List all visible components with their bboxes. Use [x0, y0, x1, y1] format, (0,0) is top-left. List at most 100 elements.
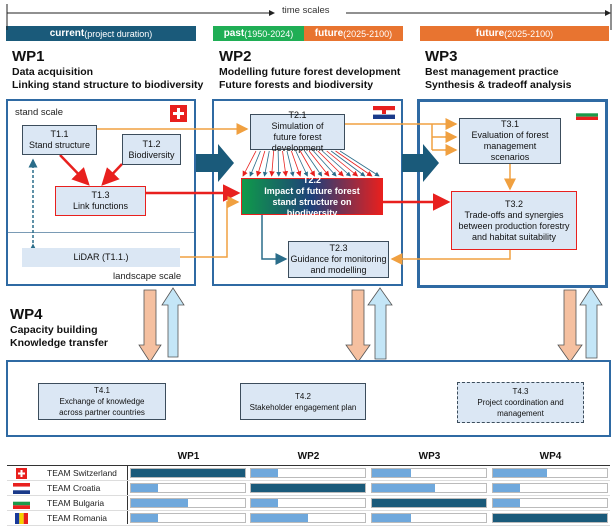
timescale-current: current (project duration) — [6, 26, 196, 41]
wp2-subtitle-1: Modelling future forest development — [219, 66, 401, 78]
task-text: Biodiversity — [128, 149, 175, 160]
bulgaria-flag — [576, 110, 598, 120]
task-id: T2.1 — [288, 110, 307, 120]
team-name: TEAM Romania — [47, 513, 107, 523]
wp4-title: WP4 — [10, 306, 43, 323]
task-text: Stand structure — [28, 140, 91, 150]
task-id: T1.2 — [142, 138, 161, 149]
share-bar-fill — [251, 514, 308, 522]
share-bar-fill — [251, 499, 279, 507]
share-bar-wp3 — [371, 468, 487, 478]
task-id: T3.2 — [504, 198, 523, 209]
arrow-wp4-to-wp2 — [367, 287, 393, 360]
arrow-wp4-to-wp1 — [161, 287, 185, 358]
share-bar-fill — [251, 469, 279, 477]
task-id: T4.3 — [512, 387, 529, 396]
share-bar-wp1 — [130, 483, 246, 493]
share-bar-fill — [372, 514, 411, 522]
task-text: Exchange of knowledge across partner cou… — [59, 397, 145, 417]
share-bar-wp4 — [492, 498, 608, 508]
share-bar-fill — [372, 469, 411, 477]
share-bar-fill — [493, 514, 607, 522]
share-bar-wp2 — [250, 468, 366, 478]
share-bar-fill — [372, 499, 486, 507]
label: future — [475, 28, 505, 39]
share-bar-wp2 — [250, 513, 366, 523]
table-header-wp1: WP1 — [177, 451, 200, 462]
arrow-wp3-to-wp4 — [557, 289, 583, 363]
task-text: Trade-offs and synergies between product… — [458, 209, 570, 242]
task-text: Stakeholder engagement plan — [249, 402, 357, 412]
switzerland-flag — [170, 105, 187, 122]
romania-flag — [15, 513, 28, 524]
table-header-wp2: WP2 — [297, 451, 320, 462]
label: (1950-2024) — [244, 28, 294, 39]
task-text: Link functions — [72, 201, 129, 211]
timescale-past: past(1950-2024) — [213, 26, 304, 41]
table-row: TEAM Bulgaria — [7, 496, 610, 511]
share-bar-fill — [131, 514, 159, 522]
share-bar-wp3 — [371, 498, 487, 508]
wp1-title: WP1 — [12, 48, 45, 65]
wp3-subtitle-1: Best management practice — [425, 66, 559, 78]
share-bar-fill — [251, 484, 365, 492]
share-bar-fill — [131, 484, 159, 492]
label: past — [223, 28, 245, 39]
label: (2025-2100) — [504, 28, 554, 39]
task-id: T3.1 — [500, 119, 519, 129]
label: (2025-2100) — [343, 28, 393, 39]
table-row: TEAM Switzerland — [7, 466, 610, 481]
team-name: TEAM Switzerland — [47, 468, 117, 478]
croatia-flag — [373, 106, 395, 119]
table-row: TEAM Croatia — [7, 481, 610, 496]
wp3-title: WP3 — [425, 48, 458, 65]
share-bar-fill — [131, 469, 245, 477]
task-id: T1.3 — [91, 190, 110, 200]
task-text: LiDAR (T1.1.) — [73, 252, 129, 262]
share-bar-wp1 — [130, 468, 246, 478]
task-text: Simulation of future forest development — [271, 121, 324, 153]
task-id: T2.2 — [302, 174, 321, 185]
share-bar-wp2 — [250, 483, 366, 493]
share-bar-fill — [493, 469, 547, 477]
share-bar-wp1 — [130, 513, 246, 523]
timescale-future-wp2: future(2025-2100) — [304, 26, 403, 41]
wp4-subtitle-1: Capacity building — [10, 324, 98, 336]
share-bar-fill — [493, 484, 521, 492]
wp1-subtitle-1: Data acquisition — [12, 66, 94, 78]
switzerland-flag — [16, 468, 27, 479]
scale-divider — [8, 232, 194, 233]
task-lidar: LiDAR (T1.1.) — [22, 248, 180, 267]
share-bar-fill — [493, 499, 521, 507]
share-bar-wp3 — [371, 483, 487, 493]
table-header-wp3: WP3 — [418, 451, 441, 462]
share-bar-wp2 — [250, 498, 366, 508]
wp2-subtitle-2: Future forests and biodiversity — [219, 79, 374, 91]
task-text: Impact of future forest stand structure … — [264, 185, 360, 218]
task-text: Guidance for monitoring and modelling — [290, 254, 387, 275]
task-text: Project coordination and management — [477, 398, 564, 418]
task-id: T4.1 — [93, 386, 110, 395]
wp2-title: WP2 — [219, 48, 252, 65]
team-name: TEAM Croatia — [47, 483, 101, 493]
table-left-rule — [127, 465, 128, 524]
wp1-subtitle-2: Linking stand structure to biodiversity — [12, 79, 204, 91]
share-bar-wp4 — [492, 468, 608, 478]
label: current — [49, 28, 85, 39]
wp4-subtitle-2: Knowledge transfer — [10, 337, 109, 349]
timescale-future-wp3: future(2025-2100) — [420, 26, 609, 41]
share-bar-fill — [131, 499, 188, 507]
table-row: TEAM Romania — [7, 511, 610, 526]
croatia-flag — [13, 483, 30, 494]
label: future — [314, 28, 344, 39]
table-top-rule — [7, 465, 610, 466]
